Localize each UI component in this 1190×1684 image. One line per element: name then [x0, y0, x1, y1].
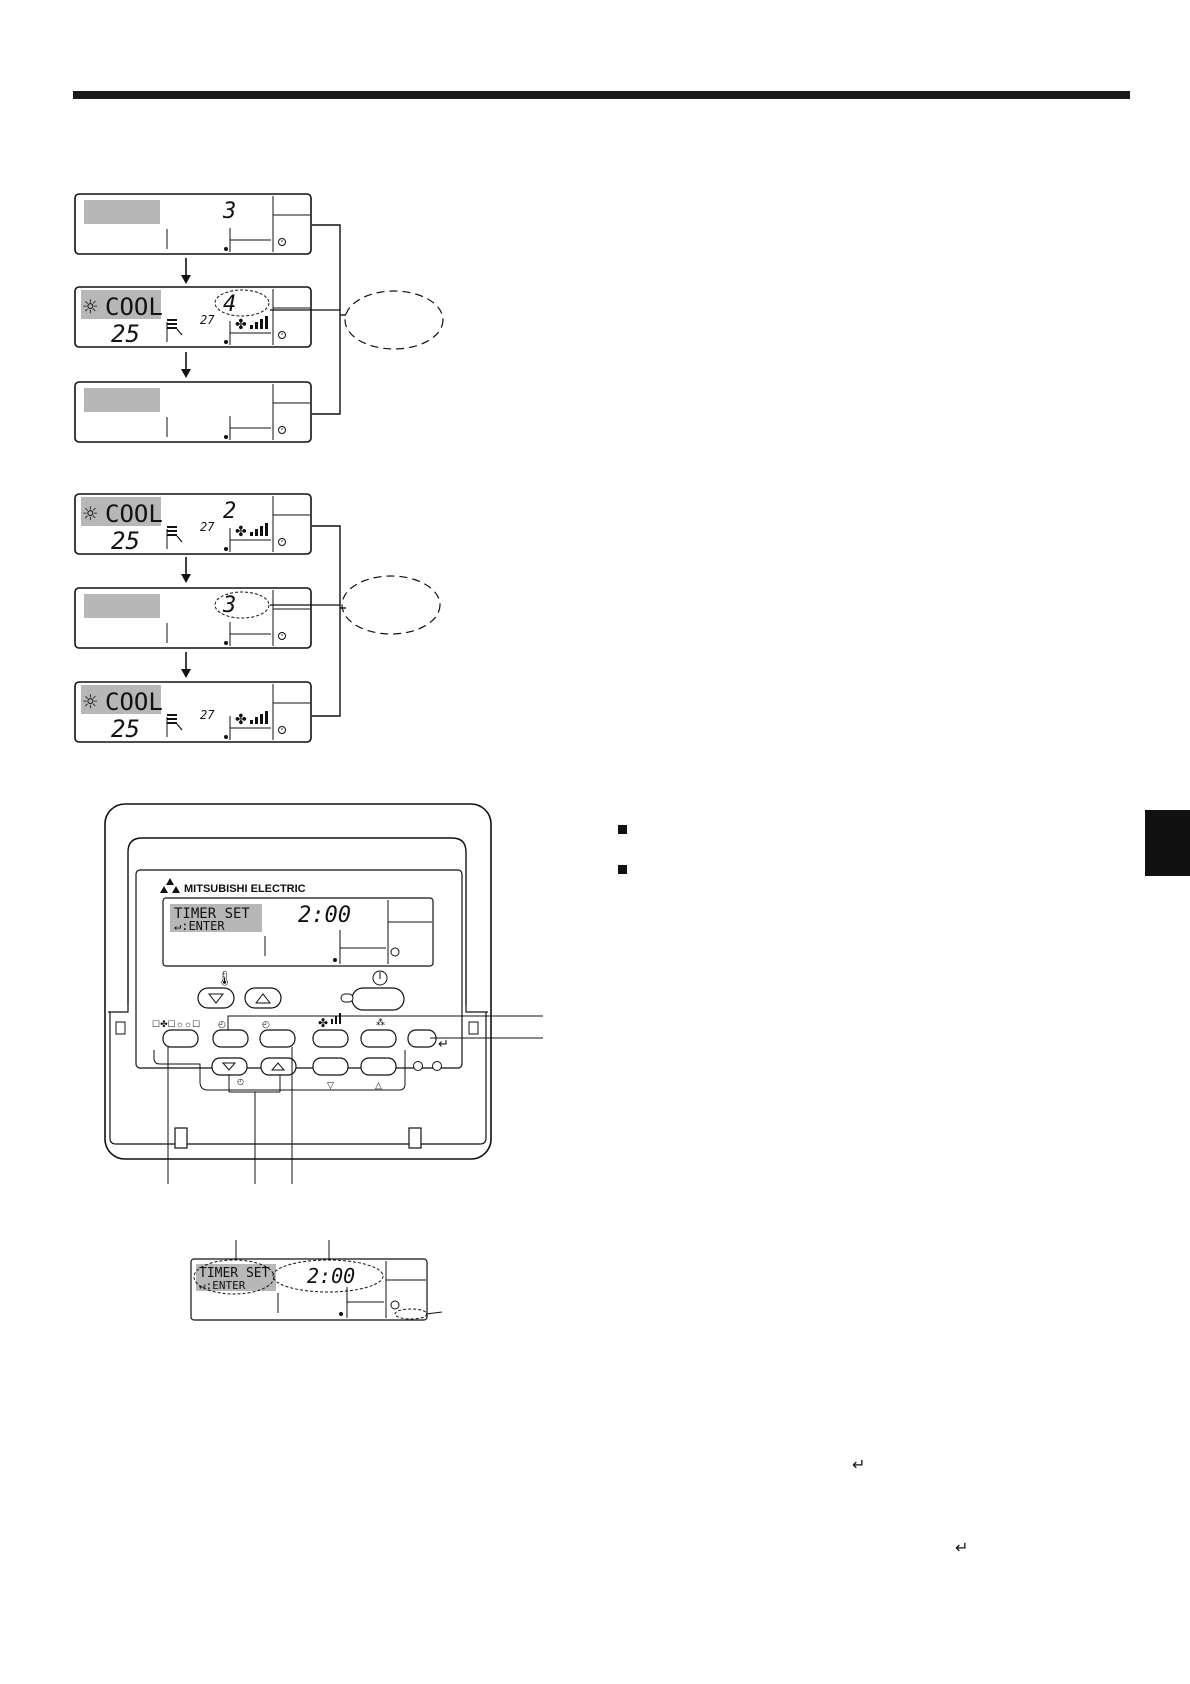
- vane-button[interactable]: [360, 1029, 397, 1048]
- svg-text:☼: ☼: [83, 500, 97, 528]
- seq-b-room-temp-3: 27: [200, 708, 215, 722]
- ventilation-icon: ⁂: [376, 1017, 385, 1027]
- detail-lcd-line2: ↵:ENTER: [199, 1279, 246, 1292]
- seq-b-mode-3: COOL: [105, 688, 163, 716]
- seq-a-room-temp: 27: [200, 313, 215, 327]
- bullet-2: [618, 865, 627, 874]
- fan-speed-button[interactable]: [312, 1029, 349, 1048]
- detail-lcd: TIMER SET ↵:ENTER 2:00: [190, 1240, 443, 1321]
- svg-text:▽: ▽: [327, 1080, 334, 1090]
- timer-on-off-button[interactable]: [259, 1029, 296, 1048]
- timer-down-button[interactable]: [211, 1057, 248, 1076]
- seq-b-temp-1: 25: [111, 527, 140, 555]
- enter-icon-1: ↵: [852, 1455, 866, 1474]
- enter-icon-2: ↵: [955, 1538, 969, 1557]
- seq-b-temp-3: 25: [111, 715, 140, 743]
- seq-a-panel-3: [74, 381, 312, 443]
- svg-text:◴: ◴: [262, 1019, 270, 1029]
- seq-a-panel-1: 3: [74, 193, 312, 255]
- brand-label: MITSUBISHI ELECTRIC: [184, 883, 306, 895]
- seq-b-panel-1: ☼ COOL 25 27 2: [74, 493, 312, 555]
- seq-b-number-2: 3: [222, 593, 236, 618]
- detail-lcd-line1: TIMER SET: [199, 1266, 270, 1281]
- temp-up-button[interactable]: [244, 987, 282, 1009]
- seq-b-panel-2: 3: [74, 587, 312, 649]
- seq-a-mode: COOL: [105, 293, 163, 321]
- svg-text:☐✤☐☼☼☐: ☐✤☐☼☼☐: [152, 1019, 200, 1029]
- svg-text:◴: ◴: [237, 1077, 244, 1086]
- seq-a-number-1: 3: [222, 199, 236, 224]
- enter-icon: ↵: [438, 1036, 449, 1051]
- svg-text:☼: ☼: [83, 688, 97, 716]
- svg-text:◴: ◴: [218, 1019, 226, 1029]
- temp-icon: 🌡: [216, 970, 234, 986]
- detail-lcd-time: 2:00: [307, 1264, 355, 1288]
- power-icon: [372, 970, 388, 986]
- svg-text:△: △: [375, 1080, 382, 1090]
- remote-lcd-time: 2:00: [298, 903, 351, 928]
- fan-speed-icon: ✤: [318, 1016, 328, 1030]
- on-off-button[interactable]: [351, 987, 405, 1011]
- seq-b-room-temp-1: 27: [200, 520, 215, 534]
- seq-b-number-1: 2: [223, 499, 236, 524]
- remote-controller: MITSUBISHI ELECTRIC TIMER SET ↵:ENTER 2:…: [104, 803, 543, 1184]
- seq-b-mode-1: COOL: [105, 500, 163, 528]
- louver-button[interactable]: [312, 1057, 349, 1076]
- bullet-1: [618, 825, 627, 834]
- vent-button[interactable]: [360, 1057, 397, 1076]
- header-rule: [73, 91, 1130, 99]
- section-tab: [1145, 810, 1190, 876]
- timer-menu-button[interactable]: [212, 1029, 249, 1048]
- remote-lcd-line1: TIMER SET: [174, 906, 250, 922]
- remote-lcd-line2: ↵:ENTER: [174, 919, 225, 933]
- seq-b-panel-3: ☼ COOL 25 27: [74, 681, 312, 743]
- seq-a-panel-2: ☼ COOL 25 27 4: [74, 286, 312, 348]
- seq-a-temp: 25: [111, 320, 140, 348]
- seq-a-number-2: 4: [223, 292, 236, 317]
- mode-button[interactable]: [162, 1029, 199, 1048]
- temp-down-button[interactable]: [197, 987, 235, 1009]
- timer-up-button[interactable]: [260, 1057, 297, 1076]
- svg-text:☼: ☼: [83, 293, 97, 321]
